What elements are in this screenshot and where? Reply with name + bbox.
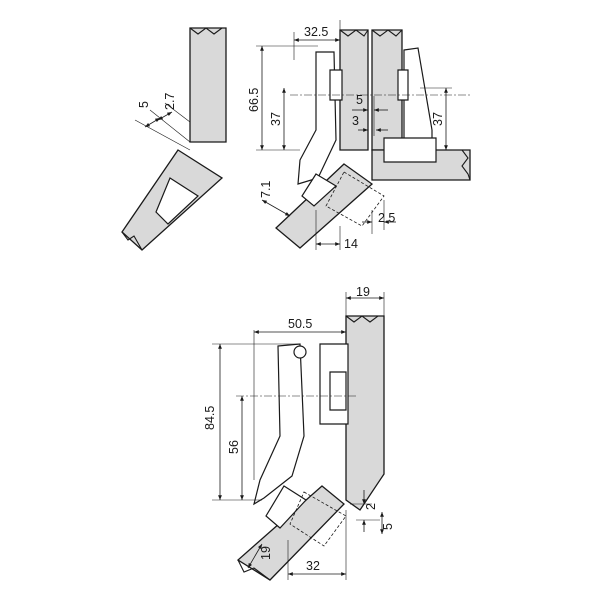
dim-total-height: 84.5: [203, 406, 217, 430]
dim-bottom: 32: [306, 559, 320, 573]
dim-gap: 2: [364, 503, 378, 510]
dim-cup-height: 56: [227, 440, 241, 454]
angled-door: [275, 163, 374, 249]
dim-width: 50.5: [288, 317, 312, 331]
dim-right-height: 37: [431, 112, 445, 126]
dim-overlap: 5: [381, 523, 395, 530]
dim-door: 19: [259, 546, 273, 560]
cabinet-panel-left: [339, 29, 369, 151]
dim-small-gap: 2.5: [378, 211, 395, 225]
dim-panel: 19: [356, 285, 370, 299]
top-left-view: 5 2.7: [121, 27, 227, 251]
dim-left-a: 5: [137, 101, 151, 108]
dim-bottom: 14: [344, 237, 358, 251]
cabinet-panel: [189, 27, 227, 143]
dim-width: 32.5: [304, 25, 328, 39]
dim-left-b: 2.7: [163, 93, 177, 110]
dim-total-height: 66.5: [247, 88, 261, 112]
hinge-arm: [253, 343, 305, 506]
dim-cup-height: 37: [269, 112, 283, 126]
dim-angle-depth: 7.1: [259, 181, 273, 198]
bottom-view: 19 50.5 84.5 56 2 5 19 32: [203, 285, 395, 581]
hinge-arm: [297, 51, 337, 185]
dim-offset-b: 3: [352, 114, 359, 128]
top-right-view: 32.5 66.5 37 5 3 37 7.1 2.5 14: [247, 20, 471, 251]
cabinet-panel: [345, 315, 385, 511]
dim-offset-a: 5: [356, 93, 363, 107]
